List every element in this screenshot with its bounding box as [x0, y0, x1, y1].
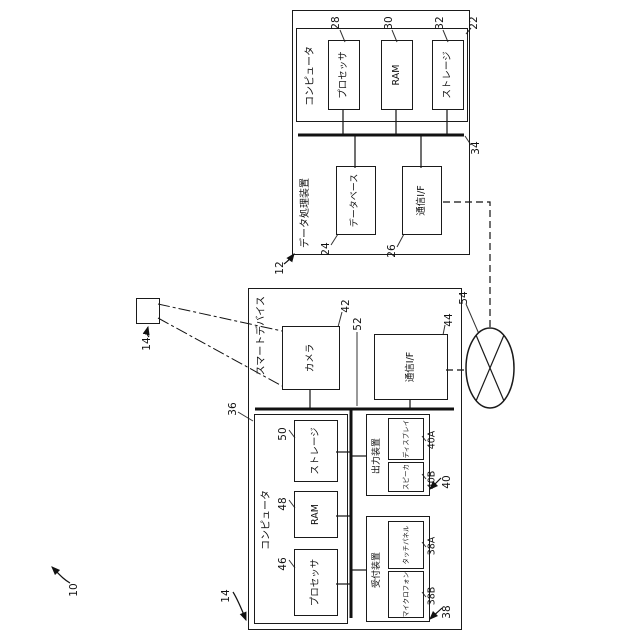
ref-50: 50 [277, 427, 289, 441]
ref-22: 22 [468, 16, 480, 30]
ref-28: 28 [330, 16, 342, 30]
system-ref-arrow [51, 566, 71, 584]
camera-box: カメラ [282, 326, 340, 390]
smart-device-label: スマートデバイス [256, 296, 267, 376]
connection-stubs [309, 110, 448, 585]
ref-44: 44 [443, 313, 455, 327]
ref-24: 24 [320, 242, 332, 256]
ref-14-subject: 14 [141, 337, 153, 351]
data-processing-device-label: データ処理装置 [300, 178, 311, 248]
ref-34: 34 [470, 141, 482, 155]
speaker-box: スピーカ [388, 462, 424, 492]
ref-36: 36 [227, 402, 239, 416]
bus-lines [255, 133, 464, 618]
smart-device-ram-box: RAM [294, 491, 338, 538]
ref-10: 10 [68, 583, 80, 597]
ref-12: 12 [274, 261, 286, 275]
touch-panel-box: タッチパネル [388, 521, 424, 569]
display-box: ディスプレイ [388, 418, 424, 460]
ref-32: 32 [434, 16, 446, 30]
dp-computer-label: コンピュータ [305, 46, 316, 106]
subject-icon [136, 298, 160, 324]
smart-device-computer-label: コンピュータ [261, 490, 272, 550]
ref-38B: 38B [426, 586, 438, 606]
ref-52: 52 [352, 317, 364, 331]
dp-storage-box: ストレージ [432, 40, 464, 110]
dp-ram-box: RAM [381, 40, 413, 110]
ref-40: 40 [441, 475, 453, 489]
ref-26: 26 [386, 244, 398, 258]
device12-ref-arrow [283, 253, 295, 265]
output-device-ref-arrow [429, 477, 442, 490]
ref-40A: 40A [426, 430, 438, 450]
ref-46: 46 [277, 557, 289, 571]
ref-38A: 38A [426, 536, 438, 556]
leader-lines [237, 27, 480, 598]
camera-sight-lines [157, 303, 283, 387]
smart-device-comm-if-box: 通信I/F [374, 334, 448, 400]
network-dashed-links [441, 201, 491, 371]
output-device-label: 出力装置 [372, 438, 382, 475]
ref-54: 54 [458, 291, 470, 305]
ref-48: 48 [277, 497, 289, 511]
reference-arrows [51, 253, 443, 622]
smart-device-processor-box: プロセッサ [294, 549, 338, 616]
subject-ref-arrow [142, 325, 150, 338]
input-device-ref-arrow [429, 607, 443, 620]
network-symbol [465, 327, 515, 409]
microphone-box: マイクロフォン [388, 571, 424, 618]
ref-30: 30 [383, 16, 395, 30]
dp-processor-box: プロセッサ [328, 40, 360, 110]
smart-device-storage-box: ストレージ [294, 420, 338, 482]
ref-38: 38 [441, 605, 453, 619]
database-box: データベース [336, 166, 376, 235]
dp-comm-if-box: 通信I/F [402, 166, 442, 235]
ref-42: 42 [340, 299, 352, 313]
input-device-label: 受付装置 [372, 552, 382, 589]
ref-40B: 40B [426, 470, 438, 490]
ref-14-smart-device: 14 [220, 589, 232, 603]
device14-ref-arrow [232, 591, 247, 622]
